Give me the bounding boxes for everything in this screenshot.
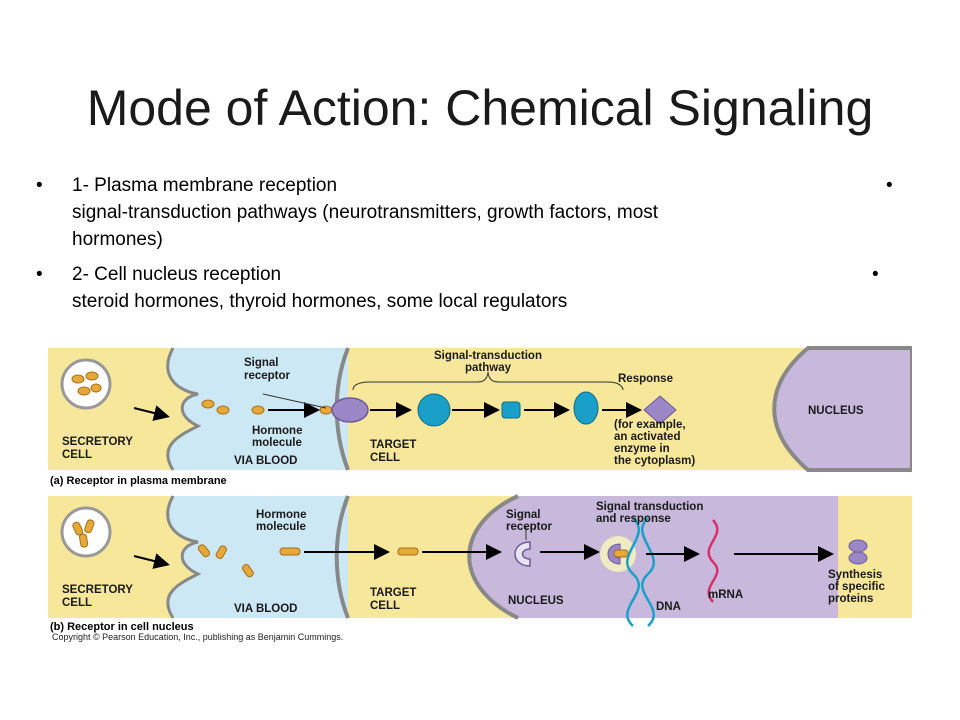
bound-hormone (613, 549, 629, 558)
caption-panel-a: (a) Receptor in plasma membrane (50, 475, 227, 487)
label-via-blood: VIA BLOOD (234, 603, 297, 615)
receptor-pointer (262, 393, 327, 409)
relay-protein (501, 401, 521, 419)
blood-region (167, 496, 348, 618)
label-mrna: mRNA (708, 589, 743, 601)
arrow-release (133, 553, 170, 569)
bullet-detail: hormones) (72, 229, 163, 250)
slide-title: Mode of Action: Chemical Signaling (86, 80, 874, 136)
label-nucleus: NUCLEUS (808, 405, 864, 417)
copyright-notice: Copyright © Pearson Education, Inc., pub… (52, 632, 344, 642)
bullet-detail: steroid hormones, thyroid hormones, some… (72, 291, 568, 312)
synthesized-protein (848, 539, 868, 565)
response-enzyme (643, 395, 677, 425)
relay-protein (573, 391, 599, 425)
target-membrane (334, 495, 350, 619)
nuclear-envelope (467, 494, 519, 620)
dna-strand (626, 517, 640, 627)
hormone-in-blood (279, 547, 301, 556)
hormone-cluster (72, 519, 254, 578)
label-dna: DNA (656, 601, 681, 613)
bullet-cell-nucleus: • • 2- Cell nucleus reception steroid ho… (36, 261, 916, 315)
nuclear-receptor (514, 541, 531, 567)
label-nucleus: NUCLEUS (508, 595, 564, 607)
hormone-in-cell (397, 547, 419, 556)
bullet-dot: • (36, 264, 43, 285)
label-response: Response (618, 373, 673, 385)
bullet-plasma-membrane: • • 1- Plasma membrane reception signal-… (36, 172, 916, 253)
nucleus-region (772, 346, 912, 472)
secretory-membrane (166, 347, 202, 471)
pathway-bracket (352, 371, 624, 391)
bullet-dot: • (872, 264, 879, 285)
arrow-release (133, 405, 170, 421)
bullet-dot: • (886, 175, 893, 196)
label-via-blood: VIA BLOOD (234, 455, 297, 467)
bullet-heading: 1- Plasma membrane reception (72, 175, 338, 196)
dna-strand (641, 517, 655, 627)
relay-protein (417, 393, 451, 427)
bullet-list: • • 1- Plasma membrane reception signal-… (36, 172, 916, 323)
secretory-vesicle (60, 358, 112, 410)
bullet-detail: signal-transduction pathways (neurotrans… (72, 202, 659, 223)
caption-panel-b: (b) Receptor in cell nucleus (50, 621, 194, 633)
mrna-strand (707, 519, 719, 603)
bullet-dot: • (36, 175, 43, 196)
secretory-membrane (166, 495, 202, 619)
bullet-heading: 2- Cell nucleus reception (72, 264, 282, 285)
hormone-cluster (71, 371, 265, 415)
membrane-receptor (331, 397, 369, 423)
